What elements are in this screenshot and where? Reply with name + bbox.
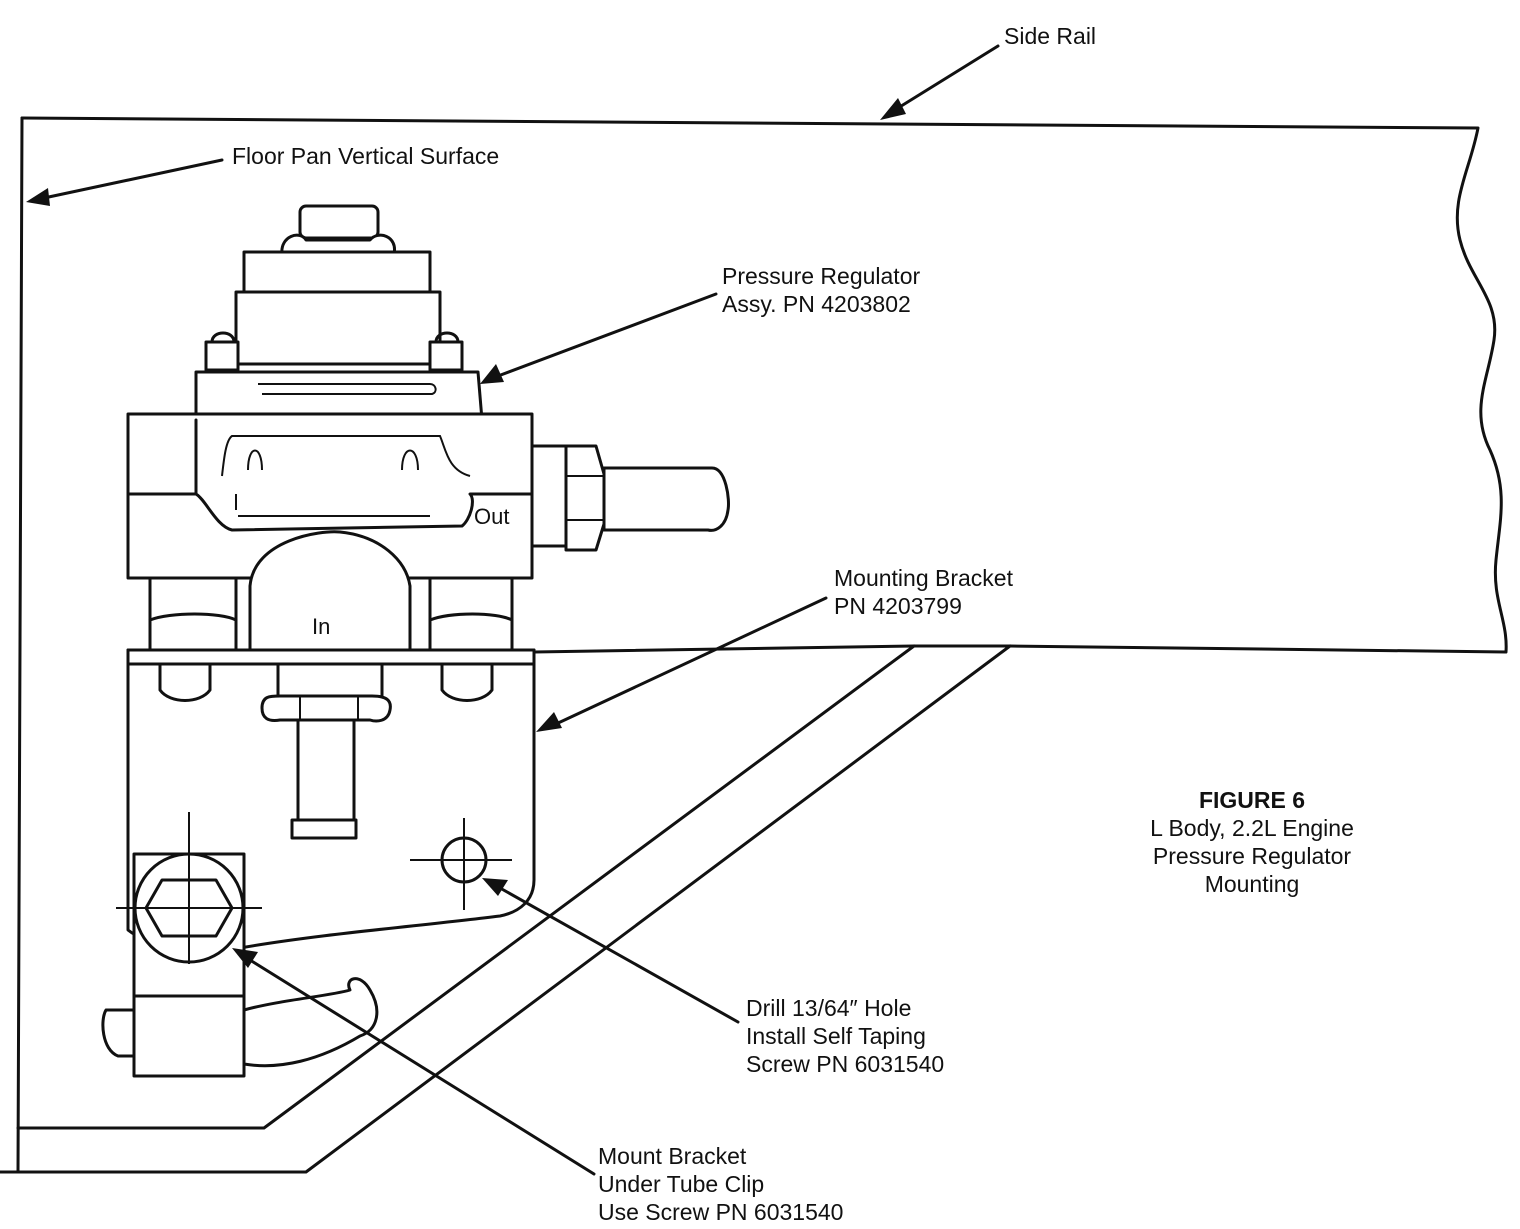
side-rail-label: Side Rail [1004, 23, 1097, 49]
outlet-fitting [530, 444, 730, 552]
mounting-bracket-callout: Mounting Bracket PN 4203799 [834, 564, 1013, 620]
regulator-screws [204, 331, 464, 372]
drill-hole-label-line-2: Install Self Taping [746, 1023, 926, 1049]
mount-bracket-clip-callout: Mount Bracket Under Tube Clip Use Screw … [598, 1142, 843, 1226]
floor-pan-vertical-surface [16, 116, 24, 1174]
mount-bracket-clip-label-line-1: Mount Bracket [598, 1143, 747, 1169]
pressure-regulator-label-line-2: Assy. PN 4203802 [722, 291, 911, 317]
drill-hole-callout: Drill 13/64″ Hole Install Self Taping Sc… [746, 994, 944, 1078]
pressure-regulator-label-line-1: Pressure Regulator [722, 263, 921, 289]
pressure-regulator-callout: Pressure Regulator Assy. PN 4203802 [722, 262, 920, 318]
floor-pan-edge-upper [16, 644, 916, 1130]
figure-caption-line-3: Mounting [1204, 871, 1300, 897]
floor-pan-callout: Floor Pan Vertical Surface [232, 142, 499, 170]
mounting-bracket-label-line-2: PN 4203799 [834, 593, 962, 619]
figure-number: FIGURE 6 [1198, 787, 1306, 813]
leader-arrows [26, 44, 1000, 1176]
out-port-label: Out [474, 504, 510, 529]
tube-clip [101, 812, 379, 1078]
in-port-label: In [312, 614, 331, 639]
regulator-body [126, 370, 534, 580]
figure-caption-line-2: Pressure Regulator [1152, 843, 1352, 869]
inlet-fitting [148, 530, 514, 652]
figure-caption-line-1: L Body, 2.2L Engine [1150, 815, 1354, 841]
side-rail-callout: Side Rail [1004, 22, 1096, 50]
mount-bracket-clip-label-line-2: Under Tube Clip [598, 1171, 765, 1197]
drill-hole-mark [410, 818, 512, 910]
mounting-bracket-label-line-1: Mounting Bracket [834, 565, 1013, 591]
mount-bracket-clip-label-line-3: Use Screw PN 6031540 [598, 1199, 844, 1225]
drill-hole-label-line-3: Screw PN 6031540 [746, 1051, 945, 1077]
regulator-cap [234, 204, 442, 366]
drill-hole-label-line-1: Drill 13/64″ Hole [746, 995, 912, 1021]
floor-pan-edge-lower [0, 644, 1012, 1174]
figure-caption: FIGURE 6 L Body, 2.2L Engine Pressure Re… [1112, 786, 1392, 898]
floor-pan-label: Floor Pan Vertical Surface [232, 143, 500, 169]
side-rail-outline [20, 116, 1508, 654]
